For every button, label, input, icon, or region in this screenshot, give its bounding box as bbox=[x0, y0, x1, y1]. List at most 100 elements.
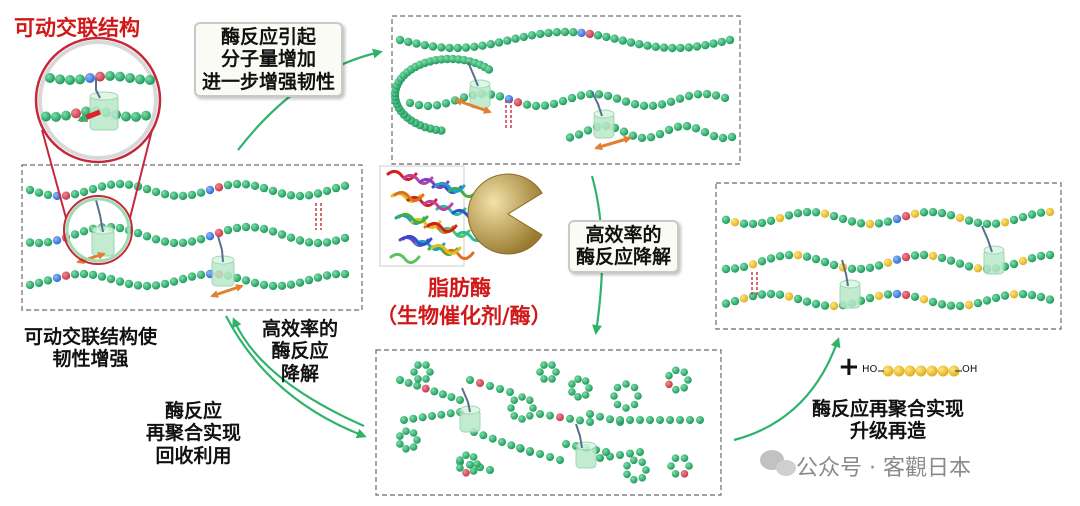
bead bbox=[25, 185, 35, 195]
bead bbox=[43, 276, 53, 285]
bead bbox=[594, 90, 604, 99]
bead bbox=[928, 297, 938, 307]
bead bbox=[250, 181, 260, 190]
bead bbox=[404, 37, 413, 47]
bead bbox=[586, 410, 594, 418]
bead bbox=[456, 456, 464, 464]
bead bbox=[546, 453, 554, 461]
bead bbox=[672, 366, 680, 375]
bead bbox=[569, 28, 578, 37]
bead bbox=[61, 271, 71, 280]
label-toughness-line1: 可动交联结构使 bbox=[24, 326, 158, 348]
bead bbox=[955, 213, 965, 223]
bead bbox=[793, 251, 803, 260]
bead bbox=[613, 383, 622, 392]
bead bbox=[820, 257, 830, 267]
bead bbox=[775, 290, 785, 299]
bead bbox=[775, 213, 785, 223]
bead bbox=[757, 257, 767, 266]
frag-ring-1 bbox=[396, 427, 421, 453]
bead bbox=[882, 365, 894, 377]
bead bbox=[874, 291, 884, 300]
bead bbox=[106, 274, 116, 284]
bead bbox=[295, 236, 305, 245]
bead bbox=[412, 39, 421, 48]
bead bbox=[820, 301, 830, 310]
bead bbox=[739, 262, 749, 272]
bead bbox=[115, 223, 125, 233]
bead bbox=[456, 464, 464, 472]
bead bbox=[536, 29, 545, 39]
bead bbox=[540, 101, 550, 110]
bead bbox=[581, 391, 590, 399]
bead bbox=[622, 380, 630, 388]
bead bbox=[964, 216, 974, 225]
bead bbox=[802, 297, 812, 306]
bead bbox=[702, 89, 712, 99]
bead bbox=[488, 434, 497, 443]
bead bbox=[196, 188, 206, 197]
bead bbox=[79, 269, 89, 279]
bead bbox=[151, 281, 161, 290]
bead bbox=[576, 91, 586, 100]
bead bbox=[685, 462, 693, 470]
bead bbox=[540, 375, 548, 383]
bead bbox=[730, 264, 740, 273]
bead bbox=[596, 454, 604, 462]
bead bbox=[793, 294, 803, 304]
bead bbox=[507, 404, 515, 412]
bead bbox=[919, 295, 929, 304]
bead bbox=[560, 27, 570, 37]
bead bbox=[413, 381, 422, 390]
bead bbox=[115, 277, 125, 286]
bead bbox=[331, 236, 341, 245]
protein-ribbon bbox=[434, 181, 466, 193]
bead bbox=[510, 412, 518, 420]
bead bbox=[606, 415, 614, 424]
label-upgrade: 酶反应再聚合实现 升级再造 bbox=[812, 398, 964, 443]
bead bbox=[643, 41, 652, 50]
bead bbox=[473, 460, 481, 468]
bead bbox=[928, 251, 938, 261]
bead bbox=[151, 187, 161, 197]
bead bbox=[622, 404, 630, 412]
label-enzyme-raise-line2: 分子量增加 bbox=[221, 48, 317, 71]
bead bbox=[313, 273, 323, 282]
label-enzyme-raise-line3: 进一步增强韧性 bbox=[202, 70, 336, 93]
ring-top bbox=[593, 109, 615, 119]
bead bbox=[619, 127, 629, 136]
ring-top bbox=[839, 279, 861, 289]
frag-7 bbox=[586, 410, 624, 426]
bead bbox=[757, 218, 767, 228]
bead bbox=[421, 384, 430, 393]
bead bbox=[585, 384, 593, 392]
bead bbox=[510, 396, 518, 405]
bead bbox=[973, 264, 983, 273]
bead bbox=[125, 73, 135, 83]
bead bbox=[720, 93, 730, 103]
bead bbox=[169, 238, 179, 248]
protein-ribbon bbox=[430, 243, 462, 255]
bead bbox=[313, 238, 323, 248]
bead bbox=[701, 41, 710, 50]
bead bbox=[430, 387, 439, 396]
bead bbox=[437, 43, 446, 52]
label-upgrade-line2: 升级再造 bbox=[850, 420, 927, 443]
bead bbox=[536, 410, 544, 418]
bead bbox=[214, 183, 224, 192]
bead bbox=[613, 400, 622, 409]
left-tether-2 bbox=[217, 235, 224, 263]
bead bbox=[672, 385, 680, 394]
bead bbox=[766, 216, 776, 225]
bead bbox=[811, 208, 821, 217]
bead bbox=[874, 261, 884, 270]
bead bbox=[428, 42, 438, 51]
label-recycle-line3: 回收利用 bbox=[155, 444, 232, 467]
zoom-slide-ring bbox=[89, 91, 119, 131]
box-left-network bbox=[21, 164, 363, 311]
zoom-tether bbox=[95, 78, 101, 99]
bead bbox=[423, 101, 433, 111]
bead bbox=[322, 271, 332, 280]
bead bbox=[115, 179, 125, 189]
bead bbox=[926, 365, 938, 377]
